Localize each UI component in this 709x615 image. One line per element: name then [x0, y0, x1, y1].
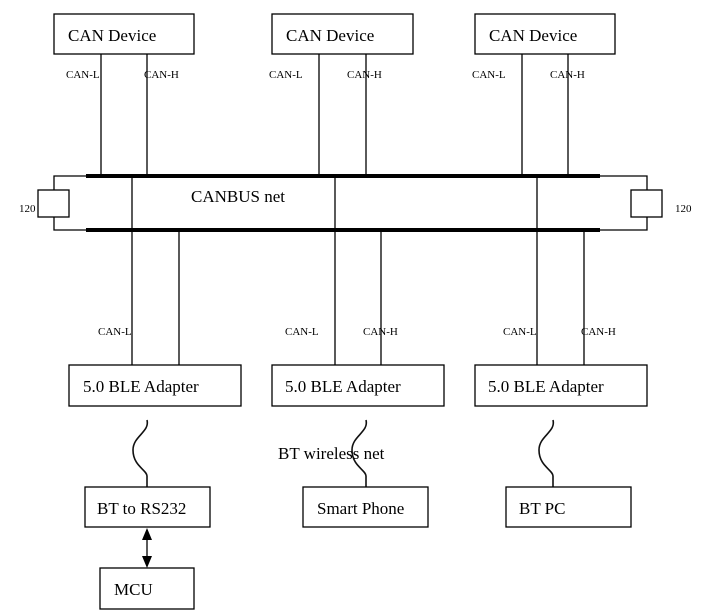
endpoint-bt-pc: BT PC	[505, 486, 632, 528]
arrow-down-icon	[142, 556, 152, 568]
ble-adapter-3: CAN-L CAN-H 5.0 BLE Adapter	[474, 326, 648, 407]
can-device-label: CAN Device	[286, 26, 374, 45]
terminator-wire	[600, 217, 648, 231]
mcu: MCU	[99, 567, 195, 610]
resistor-value: 120	[19, 203, 36, 215]
ble-adapter-1: CAN-L 5.0 BLE Adapter	[68, 326, 242, 407]
can-h-label: CAN-H	[347, 69, 382, 81]
adapter-box	[68, 364, 242, 407]
can-device-1: CAN Device CAN-L CAN-H	[53, 13, 195, 176]
can-h-label: CAN-H	[363, 326, 398, 338]
can-l-label: CAN-L	[66, 69, 100, 81]
can-l-label: CAN-L	[269, 69, 303, 81]
can-device-box	[53, 13, 195, 55]
bidirectional-arrow	[142, 528, 152, 568]
can-device-box	[271, 13, 414, 55]
endpoint-label: BT PC	[519, 499, 565, 518]
can-h-label: CAN-H	[581, 326, 616, 338]
endpoint-smart-phone: Smart Phone	[302, 486, 429, 528]
terminator-right: 120	[600, 175, 692, 231]
can-device-2: CAN Device CAN-L CAN-H	[269, 13, 414, 176]
can-h-label: CAN-H	[144, 69, 179, 81]
wireless-link-icon	[132, 419, 149, 487]
adapter-box	[271, 364, 445, 407]
can-device-label: CAN Device	[489, 26, 577, 45]
wireless-link-icon	[351, 419, 368, 487]
wireless-link-icon	[538, 419, 555, 487]
wireless-links: BT wireless net	[132, 419, 555, 487]
adapter-wires	[131, 176, 585, 365]
adapter-box	[474, 364, 648, 407]
endpoint-label: BT to RS232	[97, 499, 186, 518]
endpoint-bt-rs232: BT to RS232	[84, 486, 211, 528]
can-l-label: CAN-L	[472, 69, 506, 81]
mcu-label: MCU	[114, 580, 153, 599]
arrow-up-icon	[142, 528, 152, 540]
adapter-label: 5.0 BLE Adapter	[83, 377, 199, 396]
can-l-label: CAN-L	[503, 326, 537, 338]
can-l-label: CAN-L	[98, 326, 132, 338]
can-device-3: CAN Device CAN-L CAN-H	[472, 13, 616, 176]
terminator-left: 120	[19, 175, 86, 231]
adapter-label: 5.0 BLE Adapter	[285, 377, 401, 396]
endpoint-box	[302, 486, 429, 528]
can-device-label: CAN Device	[68, 26, 156, 45]
endpoint-label: Smart Phone	[317, 499, 404, 518]
wireless-label: BT wireless net	[278, 444, 385, 463]
terminator-wire	[53, 175, 86, 190]
endpoint-box	[505, 486, 632, 528]
adapter-label: 5.0 BLE Adapter	[488, 377, 604, 396]
resistor-box	[37, 189, 70, 218]
terminator-wire	[53, 217, 86, 231]
terminator-wire	[600, 175, 648, 190]
canbus: CANBUS net 120 120	[19, 174, 692, 232]
can-device-box	[474, 13, 616, 55]
resistor-value: 120	[675, 203, 692, 215]
resistor-box	[630, 189, 663, 218]
endpoint-box	[84, 486, 211, 528]
ble-adapter-2: CAN-L CAN-H 5.0 BLE Adapter	[271, 326, 445, 407]
can-l-label: CAN-L	[285, 326, 319, 338]
bus-label: CANBUS net	[191, 187, 285, 206]
mcu-box	[99, 567, 195, 610]
